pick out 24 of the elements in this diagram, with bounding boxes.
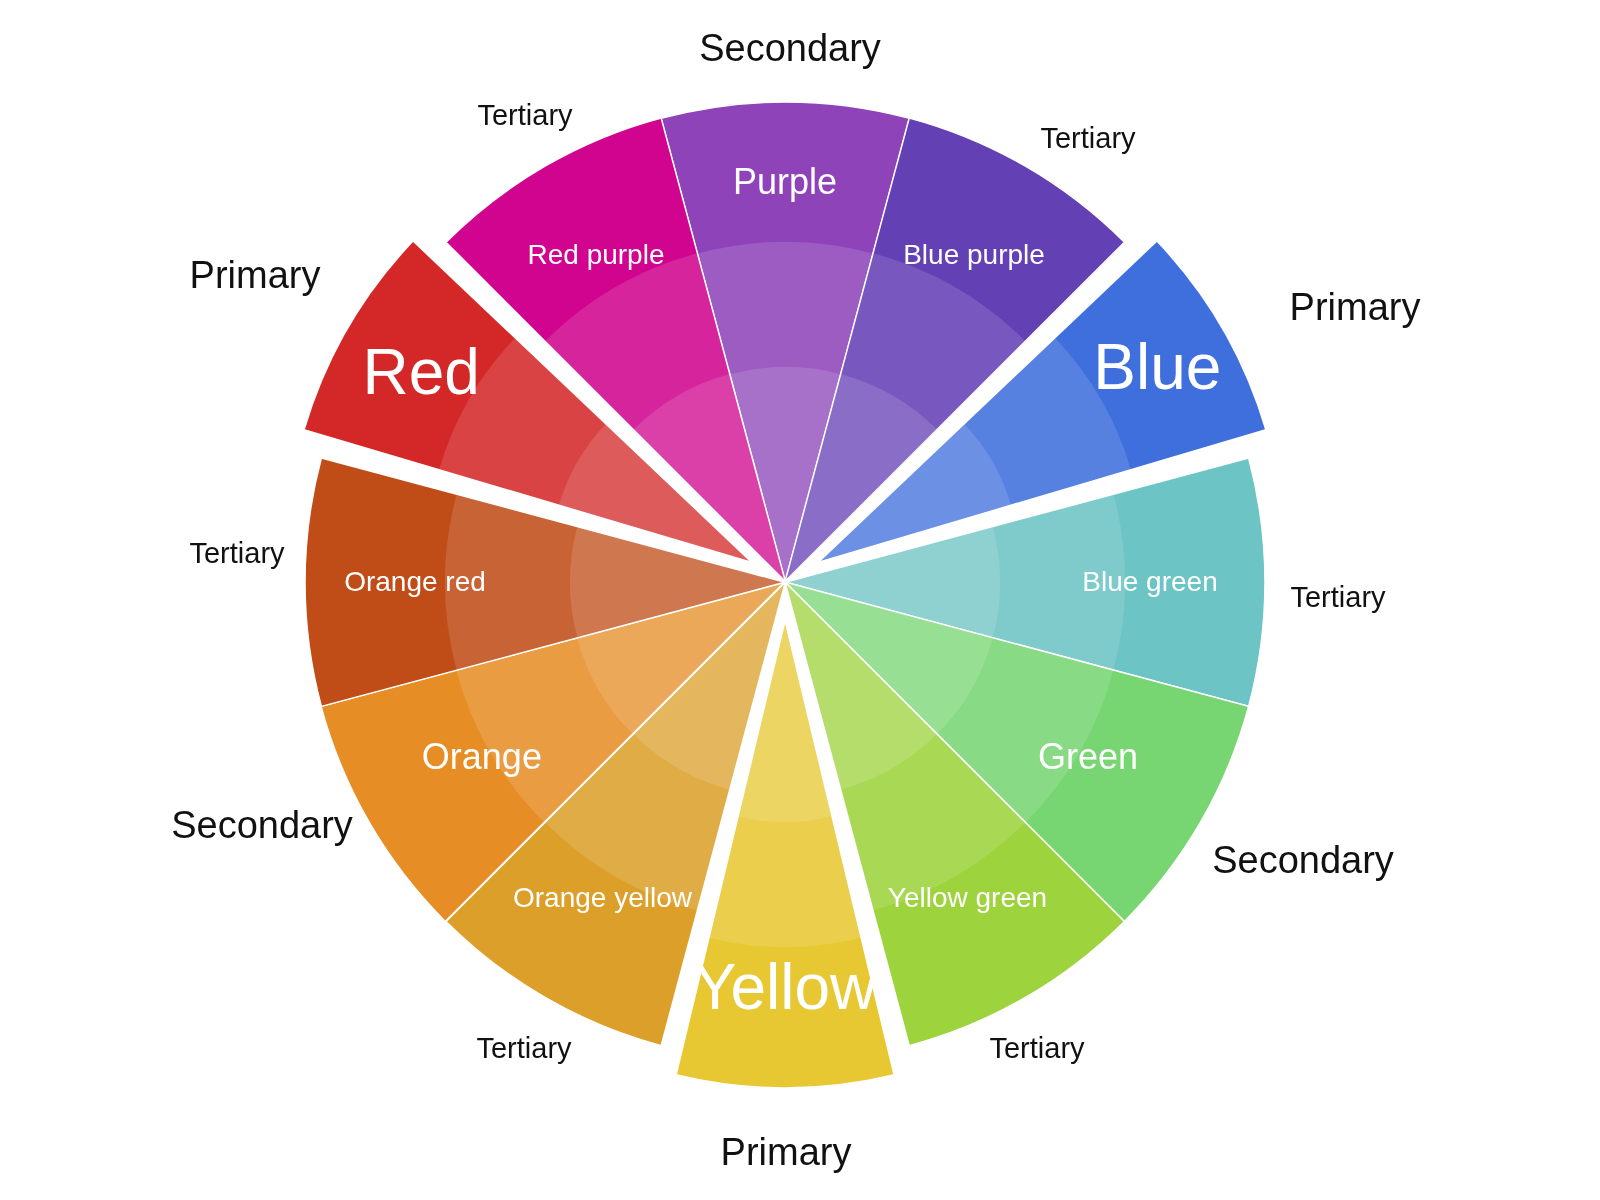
category-label: Primary — [189, 256, 321, 294]
category-label: Tertiary — [989, 1033, 1085, 1063]
segment-label: Purple — [732, 164, 837, 200]
segment-label: Orange red — [344, 568, 486, 596]
segment-label: Orange — [421, 739, 542, 775]
category-label: Primary — [720, 1133, 852, 1171]
segment-label: Blue — [1093, 335, 1222, 399]
segment-label: Red purple — [527, 240, 665, 269]
segment-label: Red — [362, 340, 480, 404]
category-label: Tertiary — [189, 538, 285, 568]
category-label: Secondary — [699, 29, 881, 67]
category-label: Secondary — [1212, 841, 1394, 879]
segment-label: Green — [1038, 739, 1139, 775]
category-label: Tertiary — [477, 100, 573, 130]
category-label: Tertiary — [1040, 123, 1136, 153]
category-label: Secondary — [171, 806, 353, 844]
segment-label: Yellow green — [887, 884, 1048, 913]
segment-label: Blue green — [1082, 568, 1218, 596]
category-label: Tertiary — [1290, 582, 1386, 612]
category-label: Tertiary — [476, 1033, 572, 1063]
segment-label: Orange yellow — [513, 884, 692, 913]
category-label: Primary — [1289, 288, 1421, 326]
segment-label: Blue purple — [903, 240, 1045, 269]
segment-label: Yellow — [693, 955, 877, 1019]
